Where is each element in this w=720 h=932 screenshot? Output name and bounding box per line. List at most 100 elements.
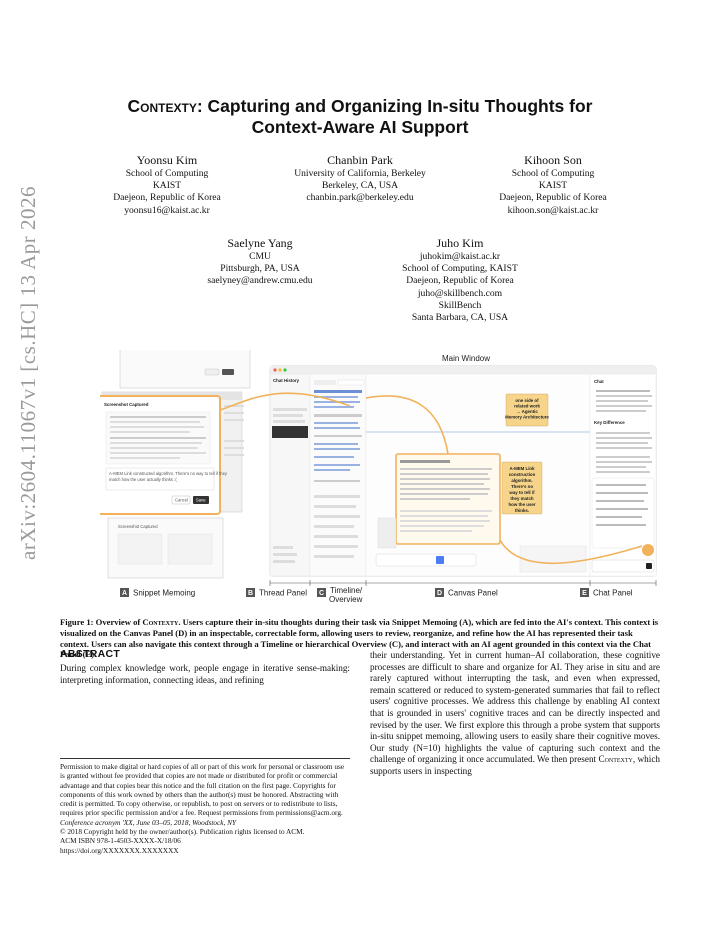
svg-text:→ Agentic: → Agentic — [516, 409, 538, 414]
svg-text:A-MEM Link: A-MEM Link — [509, 466, 535, 471]
svg-text:B: B — [248, 590, 253, 597]
svg-text:Snippet Memoing: Snippet Memoing — [133, 589, 195, 598]
snippet-title: Screenshot Captured — [104, 402, 149, 407]
abstract-text-left: During complex knowledge work, people en… — [60, 663, 350, 685]
author-affiliation: School of Computing — [125, 168, 209, 179]
caption-prefix: Figure 1: Overview of — [60, 617, 143, 627]
timeline-overview-panel — [309, 373, 367, 577]
paper-title: Contexty: Capturing and Organizing In-si… — [60, 96, 660, 138]
sticky-note-agentic-memory[interactable] — [505, 393, 549, 427]
svg-text:A: A — [122, 590, 127, 597]
flow-arrows — [219, 392, 643, 565]
svg-text:related work: related work — [514, 404, 540, 409]
snippet-save-button[interactable] — [193, 496, 209, 504]
author-email: juho@skillbench.com — [417, 287, 503, 299]
author-affiliation: KAIST — [152, 180, 182, 192]
main-window-label: Main Window — [442, 354, 490, 363]
svg-text:Timeline/: Timeline/ — [330, 586, 363, 595]
thread-panel: Chat History — [269, 373, 311, 577]
abstract-heading: ABSTRACT — [60, 648, 121, 660]
title-line2: Context-Aware AI Support — [251, 117, 469, 137]
svg-text:A-MEM Link constructed algorit: A-MEM Link constructed algorithm. There'… — [109, 471, 228, 476]
copyright-line: © 2018 Copyright held by the owner/autho… — [60, 827, 305, 837]
chat-history-label: Chat History — [273, 378, 300, 383]
svg-text:they match: they match — [510, 496, 533, 501]
svg-text:D: D — [437, 590, 442, 597]
svg-text:E: E — [582, 590, 587, 597]
author-email: kihoon.son@kaist.ac.kr — [507, 204, 599, 216]
author-name: Chanbin Park — [327, 153, 393, 167]
author-email: yoonsu16@kaist.ac.kr — [124, 204, 210, 216]
canvas-panel: one side of related work → Agentic Memor… — [365, 373, 591, 577]
author-email: chanbin.park@berkeley.edu — [306, 192, 414, 204]
author-affiliation: KAIST — [538, 180, 568, 192]
svg-text:construction: construction — [509, 472, 536, 477]
author-affiliation: School of Computing — [511, 168, 595, 179]
svg-text:Thread Panel: Thread Panel — [259, 589, 307, 598]
author-affiliation: Pittsburgh, PA, USA — [220, 263, 300, 275]
svg-text:thinks.: thinks. — [515, 508, 529, 513]
sticky-note-link-construction[interactable] — [501, 461, 543, 515]
conference-info: Conference acronym 'XX, June 03–05, 2018… — [60, 817, 237, 827]
snippet-cancel-button[interactable] — [171, 495, 191, 505]
caption-text: . Users capture their in-situ thoughts d… — [60, 617, 659, 660]
main-window: Chat History — [269, 365, 657, 577]
figure-caption: Figure 1: Overview of Contexty. Users ca… — [60, 617, 660, 660]
svg-text:algorithm.: algorithm. — [511, 478, 532, 483]
author-affiliation: CMU — [249, 251, 271, 262]
author-block-4: Saelyne Yang CMU Pittsburgh, PA, USA sae… — [185, 236, 335, 288]
title-system-name: Contexty — [127, 96, 197, 116]
arxiv-identifier: arXiv:2604.11067v1 [cs.HC] 13 Apr 2026 — [16, 185, 40, 560]
author-email: saelyney@andrew.cmu.edu — [207, 275, 313, 287]
author-block-3: Kihoon Son School of Computing KAIST Dae… — [478, 153, 628, 217]
snippet-popup: Screenshot Captured A-MEM Link construct… — [100, 395, 228, 515]
author-name: Kihoon Son — [524, 153, 582, 167]
snippet-save-label: Save — [196, 498, 206, 503]
author-affiliation: Daejeon, Republic of Korea — [406, 275, 514, 287]
caption-system-name: Contexty — [142, 617, 179, 627]
svg-text:Canvas Panel: Canvas Panel — [448, 589, 498, 598]
figure-1: Main Window Screenshot Captured Screensh… — [100, 350, 657, 604]
panel-label-d: D Canvas Panel — [435, 588, 498, 598]
author-affiliation: Santa Barbara, CA, USA — [411, 312, 509, 324]
author-affiliation: School of Computing, KAIST — [402, 263, 518, 275]
abstract-text-right: their understanding. Yet in current huma… — [370, 650, 660, 776]
svg-text:way to tell if: way to tell if — [508, 490, 535, 495]
svg-text:one side of: one side of — [515, 398, 539, 403]
isbn-line: ACM ISBN 978-1-4503-XXXX-X/18/06 — [60, 836, 181, 846]
panel-label-b: B Thread Panel — [246, 588, 307, 598]
author-block-5: Juho Kim juhokim@kaist.ac.kr School of C… — [380, 236, 540, 324]
panel-label-a: A Snippet Memoing — [120, 588, 195, 598]
svg-text:There's no: There's no — [511, 484, 533, 489]
author-affiliation: Berkeley, CA, USA — [321, 180, 399, 192]
author-email: juhokim@kaist.ac.kr — [419, 251, 501, 262]
snippet-cancel-label: Cancel — [175, 498, 188, 503]
author-name: Juho Kim — [436, 236, 484, 250]
abstract-column-right: their understanding. Yet in current huma… — [370, 650, 660, 778]
panel-label-e: E Chat Panel — [580, 588, 633, 598]
svg-text:Chat Panel: Chat Panel — [593, 589, 633, 598]
svg-text:Memory Architecture: Memory Architecture — [505, 415, 549, 420]
svg-text:how the user: how the user — [508, 502, 535, 507]
permission-text: Permission to make digital or hard copie… — [60, 762, 345, 818]
author-block-1: Yoonsu Kim School of Computing KAIST Dae… — [92, 153, 242, 217]
chat-title: Chat — [594, 379, 604, 384]
svg-text:Screenshot Captured: Screenshot Captured — [118, 524, 158, 529]
permission-notice: Permission to make digital or hard copie… — [60, 758, 350, 855]
doi-line: https://doi.org/XXXXXXX.XXXXXXX — [60, 845, 179, 855]
author-name: Yoonsu Kim — [136, 153, 198, 167]
author-block-2: Chanbin Park University of California, B… — [270, 153, 450, 205]
panel-label-c: C Timeline/ Overview — [317, 586, 363, 604]
author-affiliation: Daejeon, Republic of Korea — [113, 192, 221, 204]
abstract-column-left: ABSTRACT During complex knowledge work, … — [60, 648, 350, 686]
svg-text:Overview: Overview — [329, 595, 363, 604]
author-affiliation: Daejeon, Republic of Korea — [499, 192, 607, 204]
title-line1: : Capturing and Organizing In-situ Thoug… — [196, 96, 593, 116]
author-name: Saelyne Yang — [227, 236, 293, 250]
author-affiliation: SkillBench — [438, 299, 482, 311]
svg-text:match how the user actually th: match how the user actually thinks :( — [109, 477, 177, 482]
author-affiliation: University of California, Berkeley — [294, 168, 426, 179]
svg-text:C: C — [319, 590, 324, 597]
chat-panel: Chat Key Difference — [589, 373, 657, 577]
key-difference-heading: Key Difference — [594, 420, 625, 425]
